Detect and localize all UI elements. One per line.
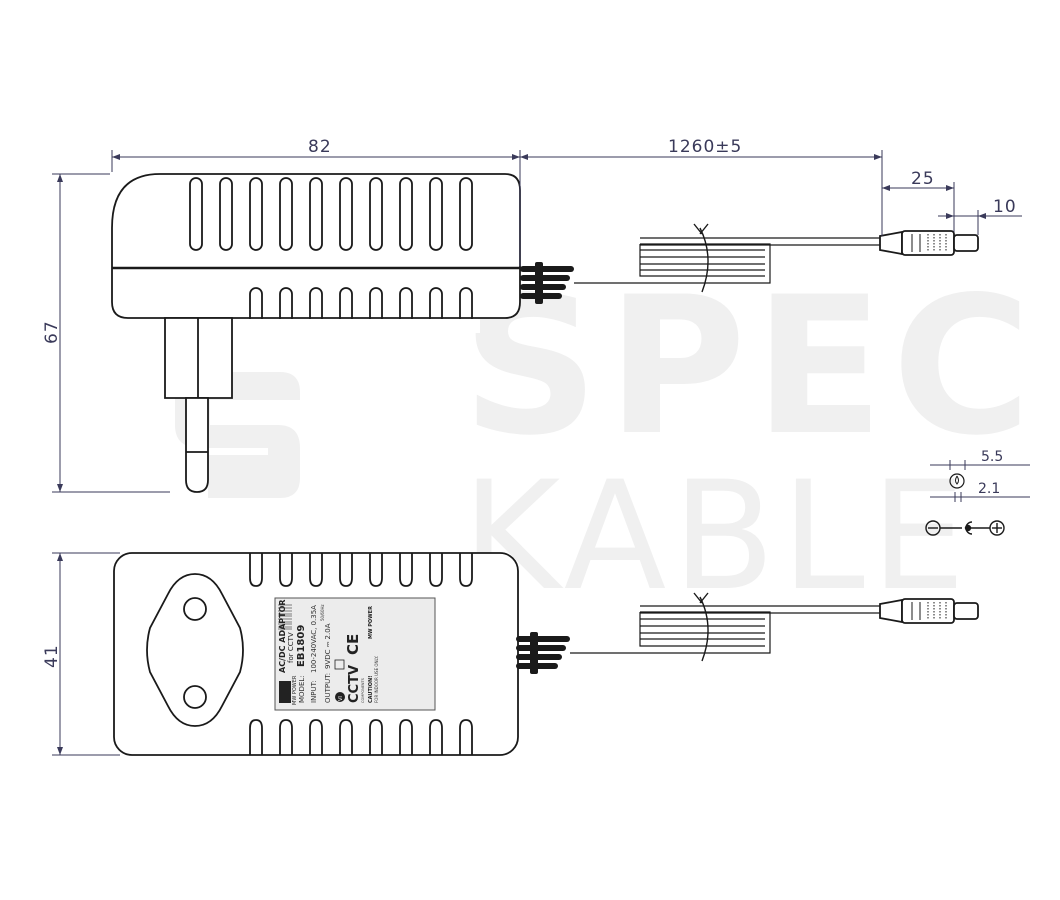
bottom-view-cable <box>570 592 880 662</box>
bottom-view <box>113 552 979 756</box>
label-model: EB1809 <box>296 625 307 667</box>
side-view-plug-pin <box>185 397 209 493</box>
dimension-lines <box>52 150 1030 756</box>
product-label: MW POWER AC/DC ADAPTOR for CCTV MODEL: E… <box>278 599 379 705</box>
label-caution: CAUTION! <box>368 676 374 703</box>
label-input: 100-240VAC, 0.35A <box>310 605 318 673</box>
dim-cable-length: 1260±5 <box>668 137 742 157</box>
brand-logo <box>279 681 291 703</box>
label-model-key: MODEL: <box>298 675 306 703</box>
label-ce: CE <box>344 634 362 655</box>
label-input-freq: 50/60Hz <box>320 604 325 621</box>
watermark-line-2: KABLE <box>462 450 972 624</box>
side-view <box>111 173 979 493</box>
product-label-panel <box>274 597 436 711</box>
label-brand: MW POWER <box>292 675 298 705</box>
watermark: SPEC KABLE <box>175 256 1039 624</box>
dim-plug-length: 25 <box>911 169 935 189</box>
polarity-diagram <box>925 520 1005 536</box>
bottom-view-vents-bottom <box>249 719 473 755</box>
dim-depth: 41 <box>42 644 62 668</box>
label-product: AC/DC ADAPTOR <box>278 599 287 673</box>
barcode-icon <box>278 604 292 630</box>
label-output: 9VDC ⎓ 2.0A <box>324 623 332 669</box>
bottom-view-strain-relief <box>516 632 570 674</box>
label-indoor: FOR INDOOR USE ONLY. <box>374 656 379 703</box>
plug-end-detail <box>949 473 965 489</box>
dim-height: 67 <box>42 320 62 344</box>
dim-outer-diameter: 5.5 <box>981 449 1003 465</box>
label-cctv: CCTV <box>347 665 362 703</box>
dim-plug-tip: 10 <box>993 197 1017 217</box>
dim-inner-diameter: 2.1 <box>978 481 1000 497</box>
side-view-vents-top <box>189 177 473 251</box>
label-output-key: OUTPUT: <box>324 673 332 703</box>
class-ii-icon <box>334 659 345 670</box>
label-cctv-sub: COMPONENTS <box>361 677 365 703</box>
polarity-plus-icon <box>989 520 1005 536</box>
side-view-body <box>111 173 521 319</box>
label-level: VI <box>338 696 344 701</box>
label-power: MW POWER <box>368 606 374 639</box>
bottom-view-vents-top <box>249 553 473 587</box>
label-for: for CCTV <box>287 632 295 663</box>
watermark-line-1: SPEC <box>462 256 1039 477</box>
side-view-cable <box>574 223 880 293</box>
side-view-strain-relief <box>520 262 574 304</box>
bottom-view-pin-hole-bottom <box>183 685 207 709</box>
dim-width: 82 <box>308 137 332 157</box>
efficiency-level-icon <box>335 692 345 702</box>
bottom-view-plug-outline <box>146 573 244 727</box>
label-input-key: INPUT: <box>310 680 318 703</box>
bottom-view-pin-hole-top <box>183 597 207 621</box>
bottom-view-dc-plug <box>879 598 979 624</box>
side-view-dc-plug <box>879 230 979 256</box>
